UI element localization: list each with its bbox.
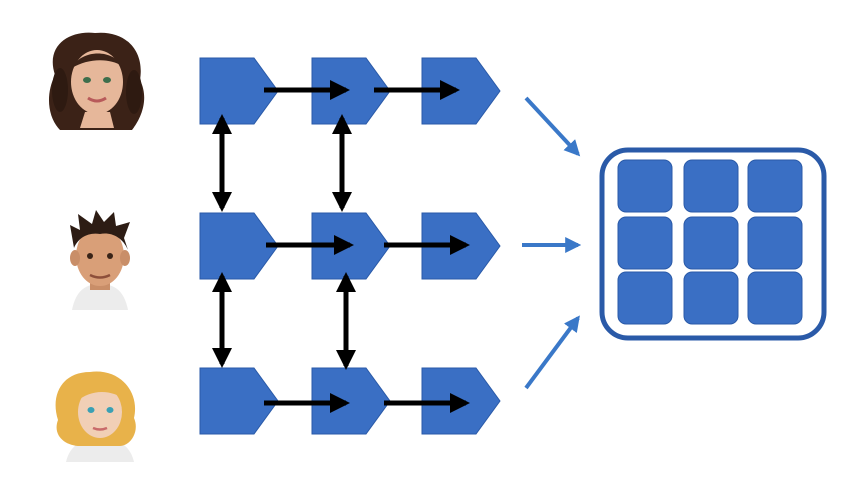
merge-arrows <box>522 96 582 390</box>
flow-arrows <box>212 80 470 413</box>
result-cell-r1-c3 <box>747 159 803 213</box>
result-cell-r3-c3 <box>747 271 803 325</box>
step-shape-r3-c2 <box>311 367 391 435</box>
result-cell-r1-c1 <box>617 159 673 213</box>
avatar-man-spiky-icon <box>70 210 130 310</box>
result-cell-r3-c2 <box>683 271 739 325</box>
merge-arrow-3 <box>524 315 580 390</box>
merge-arrow-1 <box>524 96 581 157</box>
result-cell-r2-c1 <box>617 216 673 270</box>
step-shape-r2-c1 <box>199 212 279 280</box>
step-shape-r3-c1 <box>199 367 279 435</box>
avatar-woman-curly-icon <box>48 32 145 130</box>
result-panel <box>599 147 827 341</box>
result-cell-r2-c2 <box>683 216 739 270</box>
result-cell-r2-c3 <box>747 216 803 270</box>
avatar-woman-blonde-icon <box>55 371 136 462</box>
result-cell-r1-c2 <box>683 159 739 213</box>
step-shape-r1-c3 <box>421 57 501 125</box>
result-cell-r3-c1 <box>617 271 673 325</box>
step-shape-r1-c2 <box>311 57 391 125</box>
step-shape-r1-c1 <box>199 57 279 125</box>
